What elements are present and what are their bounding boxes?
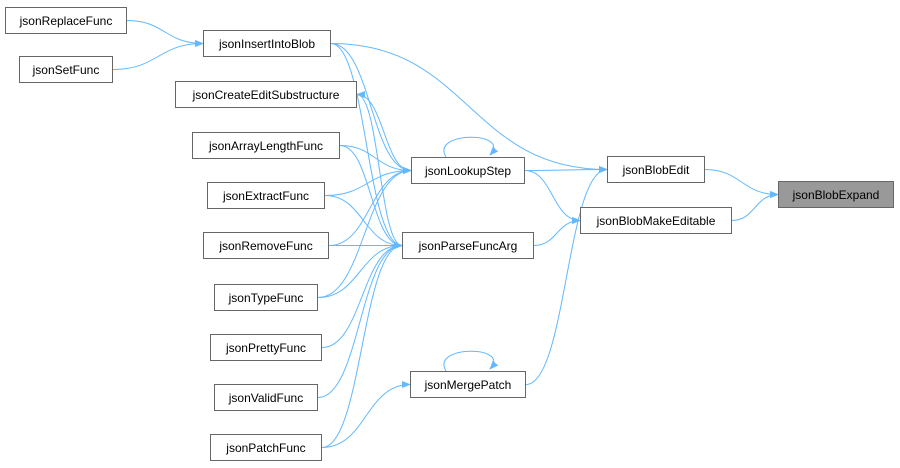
node-jsonCreateEditSubstructure[interactable]: jsonCreateEditSubstructure bbox=[175, 81, 357, 108]
node-jsonReplaceFunc[interactable]: jsonReplaceFunc bbox=[5, 7, 127, 34]
edge-jsonTypeFunc-to-jsonParseFuncArg bbox=[317, 241, 403, 298]
node-jsonPrettyFunc[interactable]: jsonPrettyFunc bbox=[210, 334, 322, 361]
edge-jsonLookupStep-to-jsonBlobMakeEditable bbox=[524, 170, 581, 225]
edge-jsonLookupStep-to-jsonLookupStep bbox=[443, 136, 499, 158]
node-jsonValidFunc[interactable]: jsonValidFunc bbox=[214, 384, 318, 411]
node-jsonSetFunc[interactable]: jsonSetFunc bbox=[19, 56, 113, 83]
edge-jsonSetFunc-to-jsonInsertIntoBlob bbox=[112, 39, 204, 70]
node-jsonTypeFunc[interactable]: jsonTypeFunc bbox=[214, 284, 318, 311]
edge-jsonReplaceFunc-to-jsonInsertIntoBlob bbox=[126, 20, 204, 48]
edge-jsonMergePatch-to-jsonMergePatch bbox=[443, 350, 499, 372]
node-jsonPatchFunc[interactable]: jsonPatchFunc bbox=[210, 434, 322, 461]
edge-jsonPatchFunc-to-jsonParseFuncArg bbox=[321, 241, 403, 448]
edge-jsonLookupStep-to-jsonCreateEditSubstructure bbox=[356, 90, 412, 171]
edge-jsonExtractFunc-to-jsonLookupStep bbox=[324, 166, 412, 196]
node-jsonInsertIntoBlob[interactable]: jsonInsertIntoBlob bbox=[203, 30, 331, 57]
edge-jsonArrayLengthFunc-to-jsonLookupStep bbox=[339, 145, 412, 175]
edge-jsonPatchFunc-to-jsonMergePatch bbox=[321, 380, 411, 448]
edge-jsonTypeFunc-to-jsonLookupStep bbox=[317, 166, 412, 298]
edge-jsonPrettyFunc-to-jsonParseFuncArg bbox=[321, 241, 403, 348]
node-jsonLookupStep[interactable]: jsonLookupStep bbox=[411, 157, 525, 184]
node-jsonBlobMakeEditable[interactable]: jsonBlobMakeEditable bbox=[580, 207, 732, 234]
edge-jsonCreateEditSubstructure-to-jsonParseFuncArg bbox=[356, 94, 403, 250]
edge-jsonBlobEdit-to-jsonBlobExpand bbox=[704, 169, 779, 199]
edge-jsonInsertIntoBlob-to-jsonLookupStep bbox=[330, 43, 412, 175]
node-jsonBlobExpand: jsonBlobExpand bbox=[778, 181, 894, 208]
edge-jsonInsertIntoBlob-to-jsonBlobEdit bbox=[330, 43, 608, 174]
edge-jsonLookupStep-to-jsonBlobEdit bbox=[524, 165, 608, 174]
node-jsonExtractFunc[interactable]: jsonExtractFunc bbox=[207, 182, 325, 209]
node-jsonParseFuncArg[interactable]: jsonParseFuncArg bbox=[402, 232, 534, 259]
edge-jsonMergePatch-to-jsonBlobEdit bbox=[525, 165, 608, 385]
edge-jsonValidFunc-to-jsonParseFuncArg bbox=[317, 241, 403, 398]
edge-jsonParseFuncArg-to-jsonBlobMakeEditable bbox=[533, 216, 581, 246]
edge-jsonBlobMakeEditable-to-jsonBlobExpand bbox=[731, 190, 779, 221]
edge-jsonExtractFunc-to-jsonParseFuncArg bbox=[324, 195, 403, 250]
edge-jsonInsertIntoBlob-to-jsonParseFuncArg bbox=[330, 43, 403, 250]
edge-jsonArrayLengthFunc-to-jsonParseFuncArg bbox=[339, 145, 403, 250]
node-jsonBlobEdit[interactable]: jsonBlobEdit bbox=[607, 156, 705, 183]
node-jsonArrayLengthFunc[interactable]: jsonArrayLengthFunc bbox=[192, 132, 340, 159]
node-jsonRemoveFunc[interactable]: jsonRemoveFunc bbox=[203, 232, 329, 259]
node-jsonMergePatch[interactable]: jsonMergePatch bbox=[410, 371, 526, 398]
